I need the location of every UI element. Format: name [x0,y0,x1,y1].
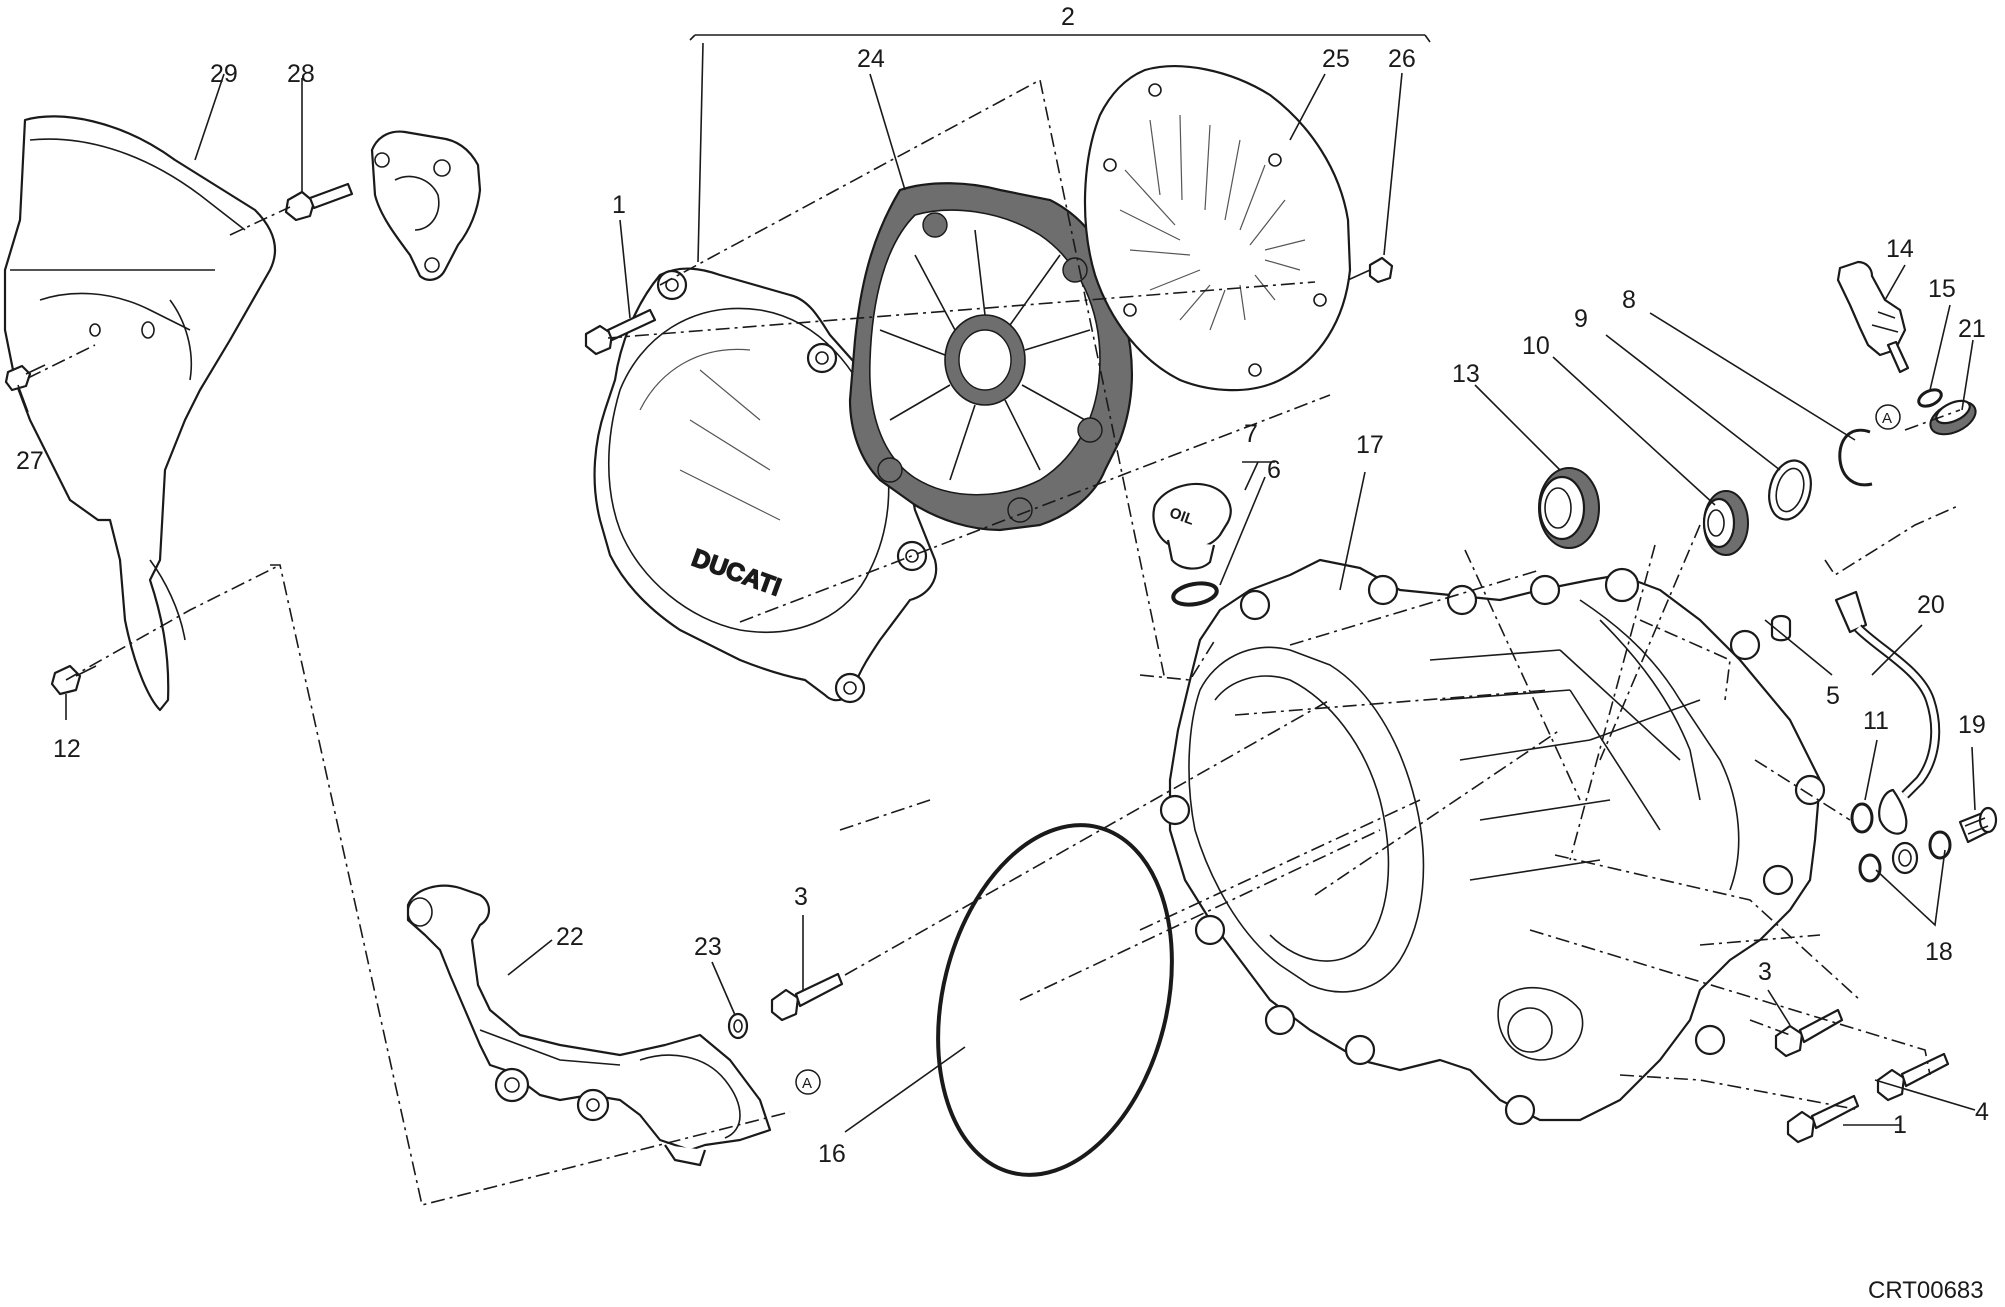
callout-21: 21 [1958,315,1986,343]
part-13-oil-seal[interactable] [1538,467,1600,549]
part-29-sprocket-cover[interactable] [3,115,277,712]
callout-1-bottom: 1 [1893,1111,1907,1139]
part-8-circlip[interactable] [1838,428,1873,487]
drawing-code: CRT00683 [1868,1277,1984,1304]
part-18-washers[interactable] [1858,830,1952,883]
part-21-union[interactable] [1925,395,1980,441]
part-1-clutch-cover[interactable]: DUCATI [593,267,938,704]
part-10-seal[interactable] [1702,490,1749,556]
part-6-oring[interactable] [1171,580,1219,607]
marker-a-top: A [1882,410,1892,427]
part-26-screw[interactable] [1347,256,1394,284]
callout-7: 7 [1244,420,1258,448]
callout-27: 27 [16,447,44,475]
leader-lines [17,34,1976,1133]
callout-20: 20 [1917,591,1945,619]
part-17-crankcase-cover[interactable] [1159,558,1826,1126]
callout-5: 5 [1826,682,1840,710]
callout-4: 4 [1975,1098,1989,1126]
callout-12: 12 [53,735,81,763]
part-23-washer[interactable] [727,1012,749,1040]
callout-15: 15 [1928,275,1956,303]
callout-19: 19 [1958,711,1986,739]
part-4-bolt[interactable] [1876,1052,1950,1102]
alignment-lines [27,78,1961,1206]
callout-23: 23 [694,933,722,961]
callout-29: 29 [210,60,238,88]
callout-numbers: 2 24 25 26 1 29 28 27 12 7 6 17 13 10 9 … [16,3,1989,1168]
part-5-pin[interactable] [1770,614,1792,642]
reference-marker-top: A [1875,404,1901,430]
callout-3-right: 3 [1758,958,1772,986]
callout-17: 17 [1356,431,1384,459]
callout-28: 28 [287,60,315,88]
callout-11: 11 [1863,707,1889,735]
callout-18: 18 [1925,938,1953,966]
callout-13: 13 [1452,360,1480,388]
callout-6: 6 [1267,456,1281,484]
callout-10: 10 [1522,332,1550,360]
callout-3-left: 3 [794,883,808,911]
part-16-large-oring[interactable] [903,800,1206,1200]
part-1-screw-top[interactable] [584,308,657,356]
part-9-ring[interactable] [1763,456,1817,524]
part-19-banjo-bolt[interactable] [1958,806,1998,844]
marker-a-bottom: A [802,1075,812,1092]
part-14-sensor[interactable] [1836,260,1910,374]
callout-16: 16 [818,1140,846,1168]
callout-14: 14 [1886,235,1914,263]
callout-25: 25 [1322,45,1350,73]
callout-9: 9 [1574,305,1588,333]
clutch-slave-bracket [370,130,482,281]
part-3-bolt-left[interactable] [770,972,844,1022]
part-20-oil-pipe[interactable] [1834,590,1941,835]
part-7-oil-filler-cap[interactable]: OIL [1152,482,1232,570]
callout-1-top: 1 [612,191,626,219]
callout-26: 26 [1388,45,1416,73]
part-28-screw[interactable] [284,182,354,222]
reference-marker-bottom: A [795,1069,821,1095]
part-24-cover-gasket[interactable] [848,182,1134,532]
part-25-inspection-plate[interactable] [1083,65,1352,392]
callout-24: 24 [857,45,885,73]
callout-8: 8 [1622,286,1636,314]
part-27-screw[interactable] [4,364,46,392]
part-1-bolt-bottom[interactable] [1786,1094,1860,1144]
callout-2: 2 [1061,3,1075,31]
part-15-washer[interactable] [1916,387,1944,410]
part-11-washer[interactable] [1850,802,1874,834]
part-3-bolt-right[interactable] [1774,1008,1844,1058]
callout-22: 22 [556,923,584,951]
part-12-screw[interactable] [50,664,97,696]
part-22-bracket[interactable] [406,884,772,1167]
